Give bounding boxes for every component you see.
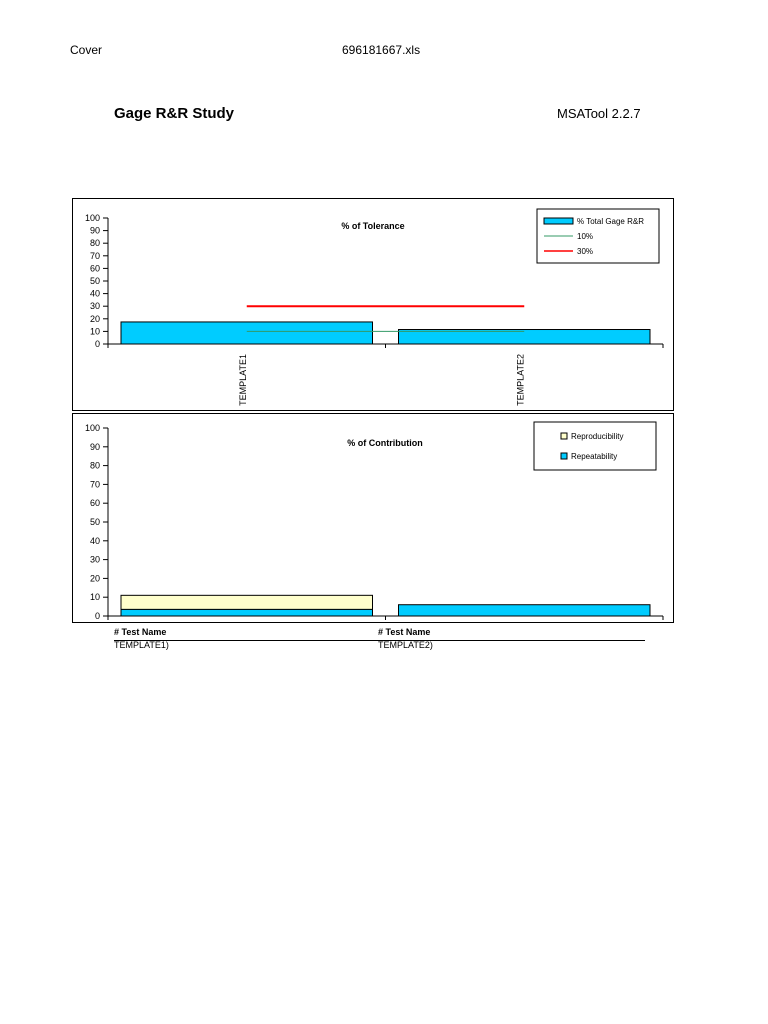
y-tick-label: 40	[90, 289, 100, 299]
legend-swatch-total-grr	[543, 217, 574, 225]
y-tick-label: 70	[90, 251, 100, 261]
legend-label-repeatability: Repeatability	[571, 452, 617, 461]
bar-total-grr	[120, 321, 373, 345]
y-tick-label: 20	[90, 314, 100, 324]
y-tick-label: 60	[90, 498, 100, 508]
tolerance-chart-svg: % of Tolerance 0 10 20 30 40 50 60 70 80 90 100 TE…	[85, 208, 664, 406]
tolerance-chart-title: % of Tolerance	[341, 221, 404, 231]
y-tick-label: 10	[90, 592, 100, 602]
contribution-chart: % of Contribution 0 10 20 30 40 50 60 70 80 90 100…	[72, 413, 674, 623]
header-sheet-name: Cover	[70, 43, 103, 57]
contribution-chart-title: % of Contribution	[347, 438, 422, 448]
legend-label-reproducibility: Reproducibility	[571, 432, 623, 441]
bar-repeatability	[398, 604, 651, 617]
y-tick-label: 80	[90, 461, 100, 471]
y-tick-label: 40	[90, 536, 100, 546]
y-tick-label: 30	[90, 555, 100, 565]
y-tick-label: 50	[90, 517, 100, 527]
contribution-chart-bars	[120, 594, 651, 617]
x-category-label: TEMPLATE1	[238, 354, 248, 406]
tolerance-chart-legend: % Total Gage R&R 10% 30%	[536, 208, 660, 264]
bar-reproducibility	[120, 594, 373, 610]
header-file-name: 696181667.xls	[342, 43, 421, 57]
y-tick-label: 30	[90, 301, 100, 311]
y-tick-label: 50	[90, 276, 100, 286]
y-tick-label: 100	[85, 423, 100, 433]
legend-label-total-grr: % Total Gage R&R	[577, 217, 644, 226]
y-tick-label: 90	[90, 226, 100, 236]
y-tick-label: 80	[90, 238, 100, 248]
y-tick-label: 0	[95, 611, 100, 621]
y-tick-label: 10	[90, 326, 100, 336]
test-name-value-1: TEMPLATE1)	[114, 640, 169, 650]
test-name-label-1: # Test Name	[114, 627, 167, 637]
y-tick-label: 90	[90, 442, 100, 452]
legend-label-30: 30%	[577, 247, 593, 256]
legend-swatch-reproducibility	[560, 432, 568, 440]
tolerance-chart-xlabels: TEMPLATE1 TEMPLATE2	[238, 354, 526, 406]
tolerance-chart: % of Tolerance 0 10 20 30 40 50 60 70 80 90 100 TE…	[72, 198, 674, 411]
bar-repeatability	[120, 608, 373, 617]
y-tick-label: 20	[90, 573, 100, 583]
tool-version: MSATool 2.2.7	[557, 106, 641, 121]
tolerance-chart-bars	[120, 321, 651, 345]
test-name-label-2: # Test Name	[378, 627, 431, 637]
y-tick-label: 100	[85, 213, 100, 223]
y-tick-label: 0	[95, 339, 100, 349]
page-title: Gage R&R Study	[114, 105, 235, 122]
contribution-chart-legend: Reproducibility Repeatability	[533, 421, 657, 471]
footer-divider	[114, 640, 645, 641]
y-tick-label: 70	[90, 479, 100, 489]
legend-swatch-repeatability	[560, 452, 568, 460]
contribution-chart-svg: % of Contribution 0 10 20 30 40 50 60 70 80 90 100…	[85, 421, 664, 621]
tolerance-chart-lines	[246, 305, 525, 332]
test-name-value-2: TEMPLATE2)	[378, 640, 433, 650]
x-category-label: TEMPLATE2	[515, 354, 525, 406]
y-tick-label: 60	[90, 263, 100, 273]
bar-total-grr	[398, 329, 651, 345]
legend-label-10: 10%	[577, 232, 593, 241]
